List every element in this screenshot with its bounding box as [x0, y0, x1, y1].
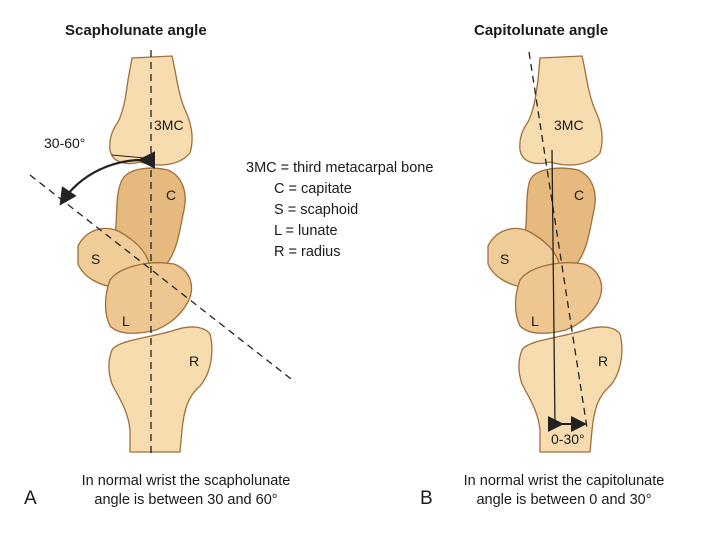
panel-b-lunate-axis-line	[551, 149, 556, 429]
panel-b-letter: B	[420, 488, 433, 509]
panel-b-bones	[487, 55, 623, 453]
panel-b-label-capitate: C	[574, 187, 585, 203]
panel-b-label-scaphoid: S	[500, 251, 510, 267]
panel-b-capitate-axis-line	[528, 51, 588, 429]
panel-a-label-radius: R	[189, 353, 200, 369]
legend-line-lunate: L = lunate	[274, 223, 338, 239]
legend-line-radius: R = radius	[274, 244, 341, 260]
legend-line-3mc: 3MC = third metacarpal bone	[246, 160, 434, 176]
radius-bone	[518, 326, 623, 453]
panel-b-label-radius: R	[598, 353, 609, 369]
panel-b-title: Capitolunate angle	[474, 22, 609, 39]
panel-a-caption-line1: In normal wrist the scapholunate	[81, 473, 291, 489]
panel-b-caption: In normal wrist the capitolunate angle i…	[444, 472, 684, 510]
lunate-bone	[514, 262, 603, 334]
legend-line-scaphoid: S = scaphoid	[274, 202, 359, 218]
panel-b-label-lunate: L	[531, 313, 539, 329]
panel-b-angle-label: 0-30°	[551, 431, 585, 447]
panel-a-label-scaphoid: S	[91, 251, 101, 267]
panel-a-letter: A	[24, 488, 37, 509]
panel-a-title: Scapholunate angle	[65, 22, 207, 39]
panel-a-label-lunate: L	[122, 313, 130, 329]
legend-line-capitate: C = capitate	[274, 181, 352, 197]
panel-a-label-3mc: 3MC	[154, 117, 184, 133]
panel-b-caption-line1: In normal wrist the capitolunate	[463, 473, 665, 489]
panel-a-label-capitate: C	[166, 187, 177, 203]
lunate-bone	[104, 262, 193, 334]
radius-bone	[108, 326, 213, 453]
panel-a-angle-arc	[59, 151, 156, 206]
panel-a-caption: In normal wrist the scapholunate angle i…	[62, 472, 310, 510]
panel-a-angle-label: 30-60°	[44, 135, 86, 151]
panel-a-caption-line2: angle is between 30 and 60°	[94, 492, 278, 508]
metacarpal-bone	[519, 55, 603, 166]
panel-b-caption-line2: angle is between 0 and 30°	[476, 492, 652, 508]
panel-a-scaphoid-axis-line	[29, 174, 296, 383]
panel-a-angle-pointer	[111, 154, 146, 159]
panel-b-label-3mc: 3MC	[554, 117, 584, 133]
